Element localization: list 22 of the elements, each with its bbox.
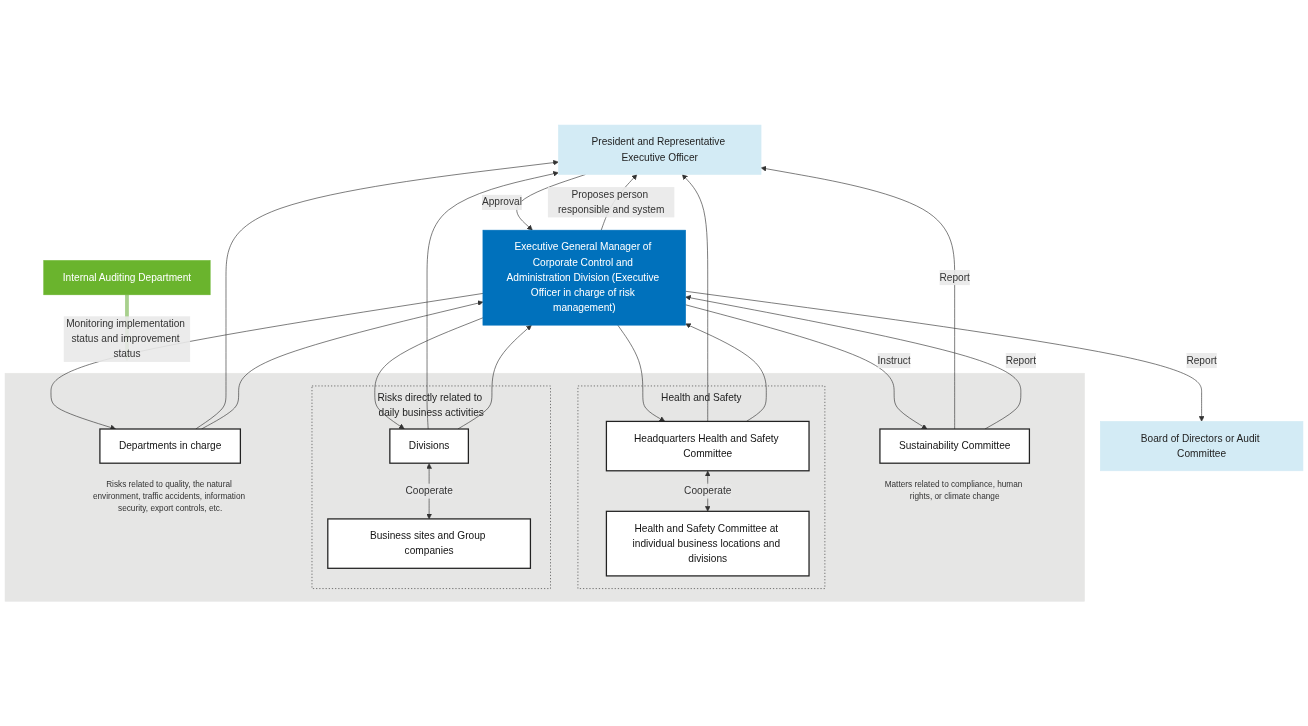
edge-label: Report	[939, 271, 970, 283]
edge-label: Cooperate	[405, 485, 453, 496]
node-box: Internal Auditing Department	[43, 260, 211, 295]
cluster	[4, 372, 1085, 602]
node-box: Board of Directors or Audit Committee	[1100, 420, 1304, 471]
node-box: Headquarters Health and Safety Committee	[605, 420, 810, 472]
edge-label: Proposes person responsible and system	[557, 188, 665, 215]
node-box: Departments in charge	[99, 428, 241, 464]
node-box: Health and Safety Committee at individual business locations and divisions	[605, 510, 810, 577]
edge-label: Monitoring implementation status and improvement status	[66, 318, 185, 360]
edge-label: Approval	[481, 196, 522, 208]
node-box: Sustainability Committee	[879, 428, 1031, 464]
node-box: President and Representative Executive Officer	[558, 124, 762, 175]
edge-label: Cooperate	[684, 485, 732, 496]
node-box: Business sites and Group companies	[327, 518, 532, 569]
edge-label: Report	[1005, 354, 1037, 366]
edge-label: Instruct	[877, 354, 911, 366]
node-label: Matters related to compliance, human rights, or climate change	[884, 478, 1023, 501]
edge-label: Report	[1186, 354, 1217, 366]
node-box: Divisions	[389, 428, 469, 464]
node-box: Executive General Manager of Corporate Control and Administration Division (Executive Officer in charge of risk management)	[482, 229, 686, 326]
node-label: Risks related to quality, the natural environment, traffic accidents, information security, export controls, etc.	[92, 478, 246, 514]
